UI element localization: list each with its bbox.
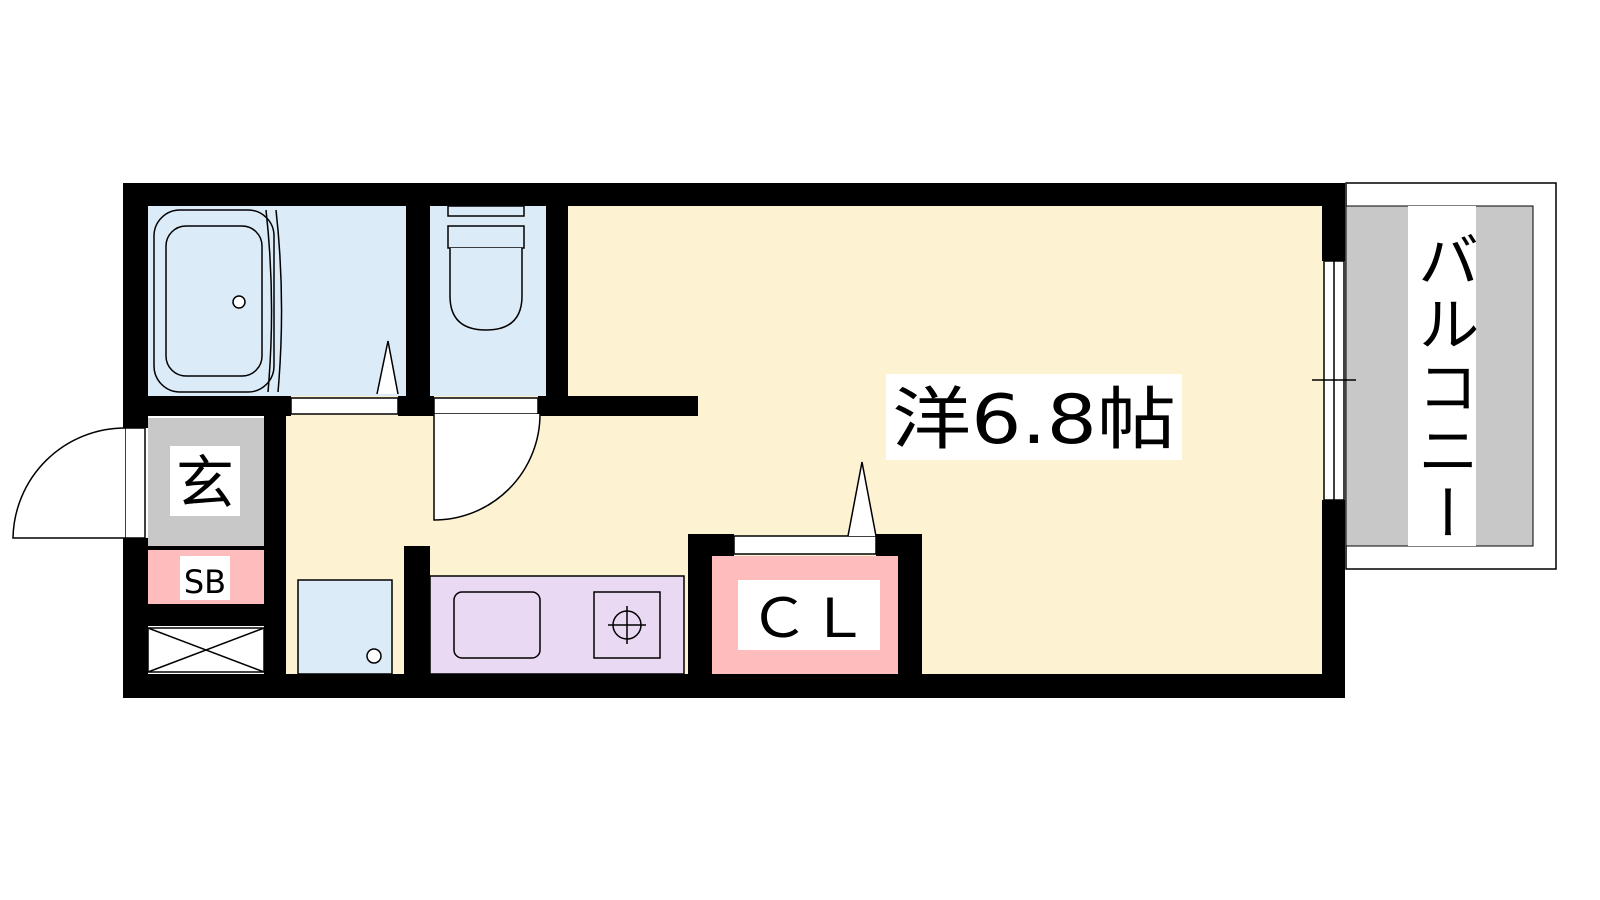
wall-mid-bottom (398, 396, 434, 416)
shoe-box-label: SB (184, 563, 226, 601)
toilet-swing-door (433, 413, 541, 521)
walls (123, 183, 1345, 698)
bathtub-inner (165, 225, 263, 377)
sb-label-bg (180, 556, 230, 600)
western-label-bg (886, 374, 1182, 460)
bath-curtain (265, 209, 273, 393)
wall-sb-storage (148, 604, 286, 626)
wall-entrance-sb (148, 546, 286, 550)
wall-entrance-right (264, 416, 286, 674)
closet-door (733, 535, 877, 555)
wall-toilet-room (546, 183, 568, 415)
bath-sliding-door (290, 397, 399, 415)
balcony (1345, 182, 1557, 570)
wall-closet-right (898, 534, 922, 676)
wall-bath-toilet (406, 183, 430, 415)
toilet-bowl (449, 248, 523, 331)
toilet-tank (447, 225, 525, 249)
wall-left-upper (123, 183, 148, 428)
wall-left-lower (123, 538, 148, 698)
entrance-label-bg (170, 446, 240, 516)
labels: 洋6.8帖 ＣＬ 玄 SB バルコニー (170, 230, 1480, 650)
balcony-label: バルコニー (1407, 230, 1480, 546)
wall-bottom (123, 674, 1345, 698)
fixtures (147, 205, 661, 673)
closet-label-bg (738, 580, 880, 650)
closet-label: ＣＬ (749, 587, 869, 650)
entrance-swing-door (12, 427, 126, 539)
balcony-label-bg (1408, 206, 1476, 546)
bathtub-drain (232, 295, 246, 309)
bath-door-marker (376, 340, 399, 395)
storage-cross-2 (147, 627, 265, 673)
western-room-label: 洋6.8帖 (892, 381, 1176, 460)
bathtub-outer (153, 209, 275, 393)
wall-right-upper (1322, 183, 1345, 261)
wall-closet-top-left (688, 534, 734, 556)
bath-curtain-2 (275, 209, 283, 393)
wall-bath-bottom (123, 396, 291, 416)
entrance-door-frame (124, 427, 146, 539)
wall-right-lower (1322, 500, 1345, 698)
wall-kitchen-left (404, 546, 430, 676)
kitchen-sink (453, 591, 541, 659)
closet-door-marker (847, 461, 877, 537)
doors (12, 260, 1356, 555)
toilet-door-frame (433, 397, 539, 415)
washer-drain (366, 648, 382, 664)
wall-closet-top-right (876, 534, 922, 556)
toilet-tank-top (447, 205, 525, 217)
wall-top (123, 183, 1345, 206)
wall-room-stub (538, 396, 698, 416)
wall-closet-left (688, 534, 712, 676)
stove (593, 591, 661, 659)
entrance-label: 玄 (176, 449, 234, 517)
